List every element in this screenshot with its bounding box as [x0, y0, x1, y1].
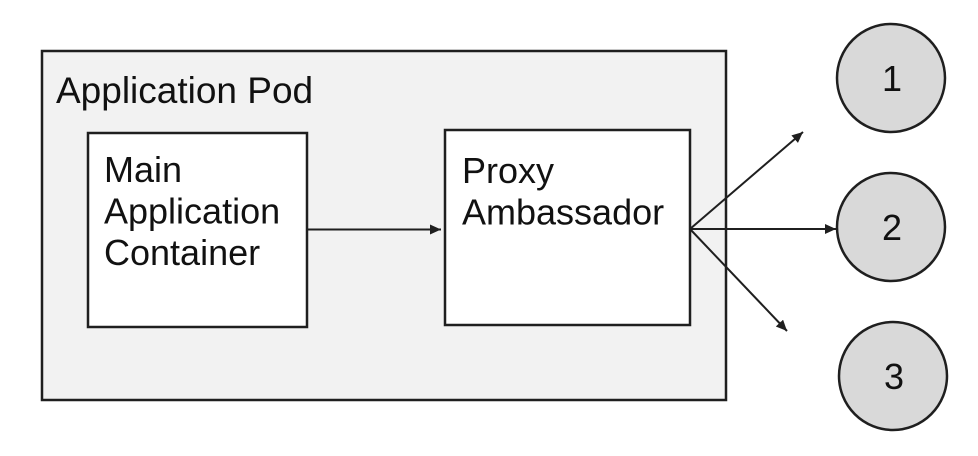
proxy-ambassador-label-line-2: Ambassador	[462, 192, 664, 233]
main-application-container-box	[86, 131, 309, 329]
proxy-ambassador-label-line-1: Proxy	[462, 150, 554, 191]
arrow-proxy-to-node-1	[689, 131, 804, 230]
proxy-ambassador-box	[443, 128, 692, 327]
application-pod-label: Application Pod	[56, 70, 313, 111]
arrow-proxy-to-node-3	[689, 228, 788, 332]
node-3-circle	[837, 320, 949, 432]
main-application-container-label-line-3: Container	[104, 232, 260, 273]
main-application-container-label-line-1: Main	[104, 149, 182, 190]
node-2-label: 2	[882, 207, 902, 248]
node-3-label: 3	[884, 356, 904, 397]
node-2-circle	[835, 171, 947, 283]
node-1-circle	[835, 22, 947, 134]
main-application-container-label-line-2: Application	[104, 191, 280, 232]
node-1-label: 1	[882, 58, 902, 99]
